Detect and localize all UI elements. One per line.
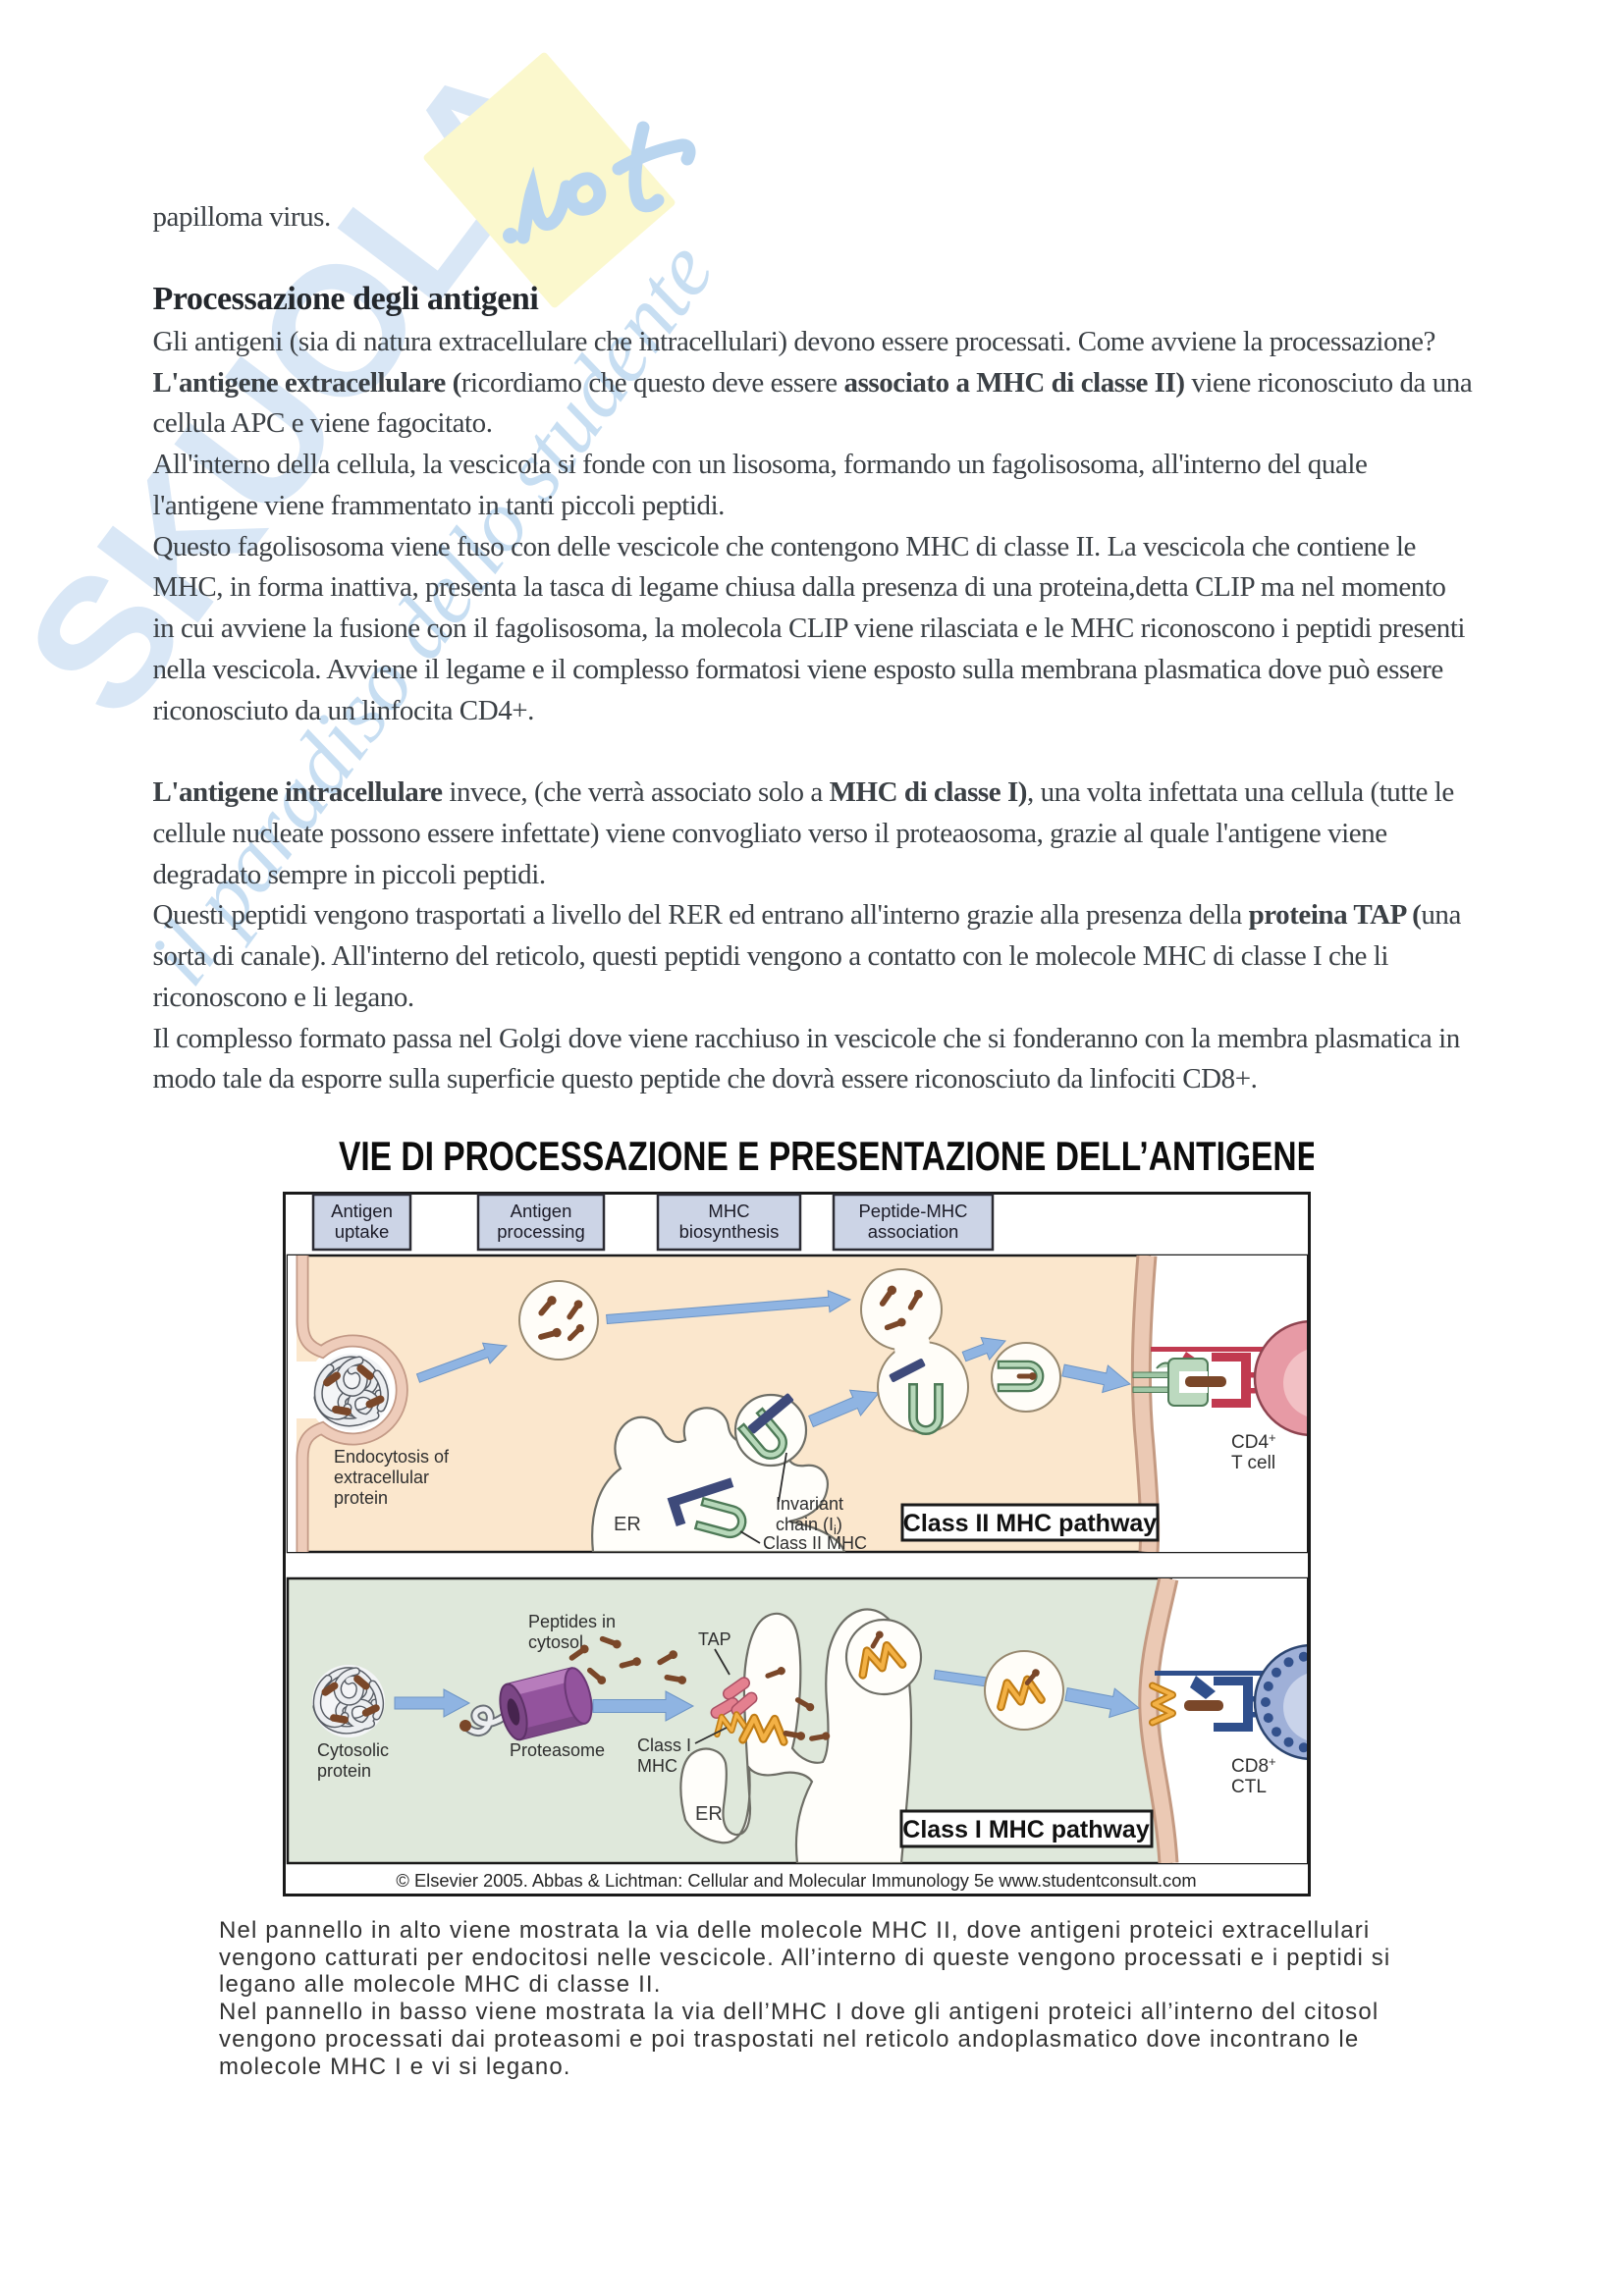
svg-text:Antigen: Antigen (331, 1201, 393, 1221)
svg-text:cytosol: cytosol (528, 1632, 583, 1652)
svg-text:protein: protein (334, 1488, 388, 1508)
svg-text:CTL: CTL (1231, 1777, 1267, 1797)
svg-text:Antigen: Antigen (511, 1201, 572, 1221)
svg-text:extracellular: extracellular (334, 1468, 429, 1487)
svg-text:ER: ER (695, 1803, 723, 1825)
svg-text:uptake: uptake (335, 1221, 390, 1242)
svg-text:Peptides in: Peptides in (528, 1612, 616, 1631)
svg-text:biosynthesis: biosynthesis (679, 1221, 780, 1242)
svg-text:© Elsevier 2005. Abbas & Licht: © Elsevier 2005. Abbas & Lichtman: Cellu… (396, 1870, 1196, 1891)
svg-text:Class II MHC pathway: Class II MHC pathway (903, 1510, 1157, 1537)
svg-text:MHC: MHC (637, 1756, 677, 1776)
svg-text:Class I MHC pathway: Class I MHC pathway (902, 1816, 1150, 1843)
svg-text:TAP: TAP (698, 1629, 731, 1649)
svg-text:chain (Ii): chain (Ii) (776, 1515, 842, 1537)
svg-text:Peptide-MHC: Peptide-MHC (858, 1201, 967, 1221)
svg-text:CD8+: CD8+ (1231, 1754, 1276, 1777)
svg-text:T cell: T cell (1231, 1453, 1275, 1473)
svg-text:Endocytosis of: Endocytosis of (334, 1447, 450, 1467)
svg-text:Class I: Class I (637, 1735, 691, 1755)
svg-text:Invariant: Invariant (776, 1494, 843, 1514)
svg-text:Proteasome: Proteasome (510, 1740, 605, 1760)
svg-text:Cytosolic: Cytosolic (317, 1740, 389, 1760)
svg-text:processing: processing (497, 1221, 584, 1242)
svg-text:ER: ER (614, 1514, 641, 1535)
svg-text:CD4+: CD4+ (1231, 1430, 1276, 1453)
svg-text:protein: protein (317, 1761, 371, 1781)
svg-text:MHC: MHC (708, 1201, 749, 1221)
svg-text:VIE DI PROCESSAZIONE E PRESENT: VIE DI PROCESSAZIONE E PRESENTAZIONE DEL… (339, 1133, 1314, 1179)
svg-text:Class II MHC: Class II MHC (763, 1533, 867, 1553)
svg-text:association: association (868, 1221, 959, 1242)
